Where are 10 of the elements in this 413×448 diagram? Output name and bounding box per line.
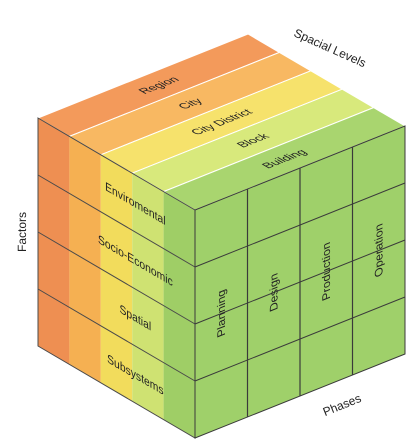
phase-label: Design <box>267 271 280 314</box>
phase-label: Production <box>320 240 333 303</box>
phase-label: Operation <box>372 222 386 280</box>
spatial-level-label: Block <box>233 131 273 150</box>
axis-label: Factors <box>15 212 29 252</box>
spatial-level-label: Region <box>135 74 182 96</box>
spatial-level-label: Building <box>258 147 310 170</box>
phase-label: Planning <box>214 288 228 340</box>
spatial-level-label: City <box>174 96 206 111</box>
axis-label: Phases <box>320 391 364 419</box>
